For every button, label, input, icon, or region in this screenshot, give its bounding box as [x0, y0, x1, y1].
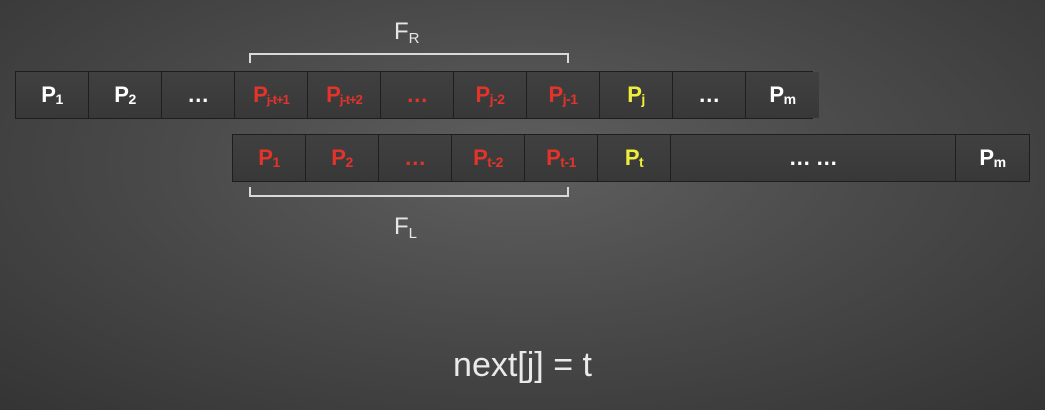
cell-top-2: … — [162, 72, 235, 118]
label-fr: FR — [394, 18, 420, 47]
cell-bottom-6: … … — [671, 135, 956, 181]
fl-bracket — [249, 187, 569, 197]
label-fl: FL — [394, 213, 418, 242]
equation: next[j] = t — [453, 346, 592, 384]
cell-top-5: … — [381, 72, 454, 118]
cell-top-9: … — [673, 72, 746, 118]
fr-bracket — [249, 53, 569, 63]
cell-bottom-2: … — [379, 135, 452, 181]
